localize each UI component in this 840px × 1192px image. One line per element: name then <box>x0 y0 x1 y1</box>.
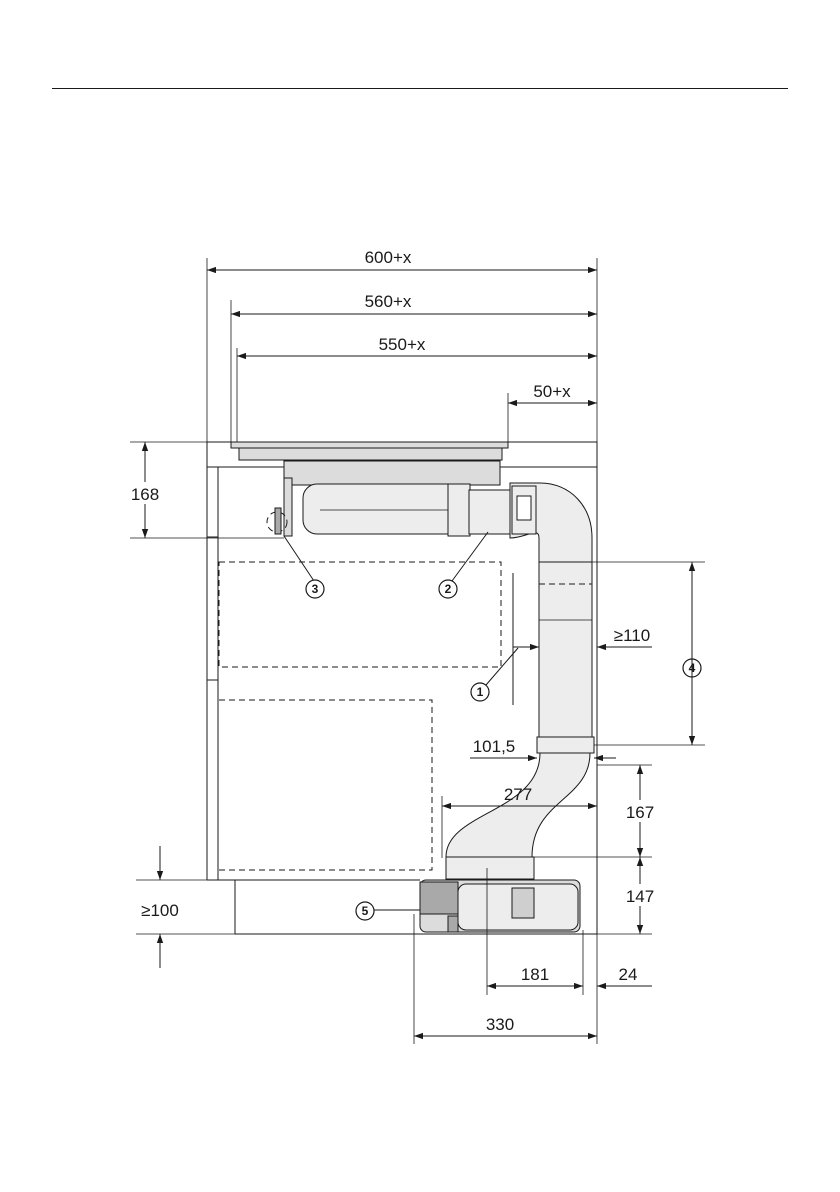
dim-168-label: 168 <box>131 485 159 504</box>
dimension-600x: 600+x <box>207 248 597 270</box>
dimension-4 <box>592 562 705 745</box>
svg-text:5: 5 <box>362 904 369 918</box>
extractor-unit <box>267 461 500 536</box>
dimension-560x: 560+x <box>231 292 597 314</box>
dimension-550x: 550+x <box>237 335 597 356</box>
svg-text:2: 2 <box>445 582 452 596</box>
dim-50x-label: 50+x <box>533 382 571 401</box>
dim-147-label: 147 <box>626 887 654 906</box>
dimension-24: 24 <box>597 934 652 1044</box>
dimension-100: ≥100 <box>136 846 235 968</box>
dim-1015-label: 101,5 <box>473 737 516 756</box>
dim-277-label: 277 <box>504 785 532 804</box>
dimension-147: 147 <box>597 857 660 934</box>
dim-550x-label: 550+x <box>379 335 426 354</box>
dim-330-label: 330 <box>486 1015 514 1034</box>
dim-181-label: 181 <box>521 965 549 984</box>
dim-110-label: ≥110 <box>614 626 650 645</box>
dim-100-label: ≥100 <box>141 901 179 920</box>
callout-5: 5 <box>356 902 374 920</box>
callout-1: 1 <box>471 683 489 701</box>
duct-system <box>420 483 594 932</box>
svg-text:1: 1 <box>477 685 484 699</box>
dim-600x-label: 600+x <box>365 248 412 267</box>
dim-167-label: 167 <box>626 803 654 822</box>
svg-text:3: 3 <box>312 582 319 596</box>
dimension-50x: 50+x <box>508 382 597 403</box>
dim-560x-label: 560+x <box>365 292 412 311</box>
callout-2: 2 <box>439 580 457 598</box>
dim-24-label: 24 <box>619 965 638 984</box>
callout-3: 3 <box>306 580 324 598</box>
